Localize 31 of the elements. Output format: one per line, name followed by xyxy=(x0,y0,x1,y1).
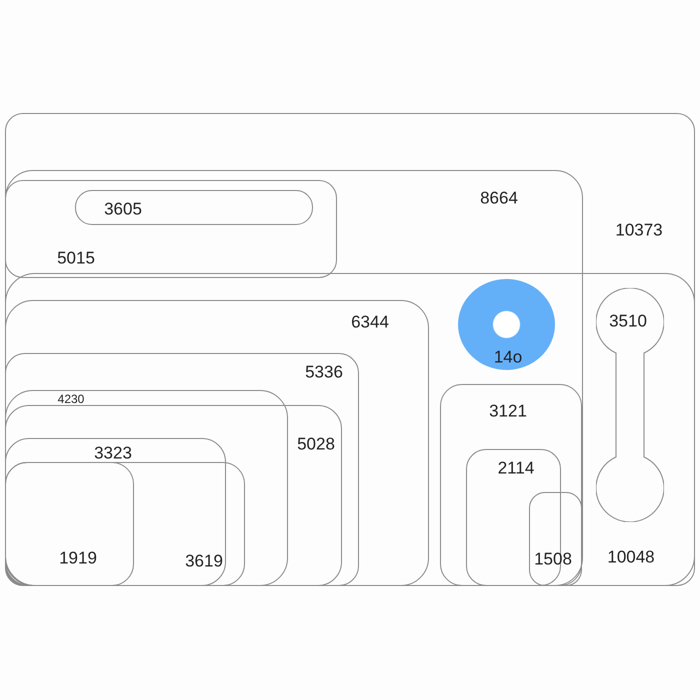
size-value: 5015 xyxy=(57,250,95,266)
rounded-outline xyxy=(5,462,134,586)
size-value: 3323 xyxy=(94,444,132,462)
rounded-outline xyxy=(5,273,695,586)
size-value: 3121 xyxy=(489,402,527,420)
rounded-outline xyxy=(5,405,342,586)
size-value: 2114 xyxy=(498,460,534,476)
size-value: 1508 xyxy=(534,550,572,568)
rounded-outline xyxy=(5,438,226,586)
rounded-outline xyxy=(5,390,288,586)
rounded-outline xyxy=(440,384,582,586)
rounded-outline xyxy=(529,492,582,586)
rounded-outline xyxy=(5,180,337,278)
rounded-outline xyxy=(5,113,695,586)
size-value: 3510 xyxy=(609,312,647,330)
rounded-outline xyxy=(5,353,359,586)
rounded-outline xyxy=(75,190,313,225)
size-value: 5336 xyxy=(305,364,343,380)
size-value: 3619 xyxy=(185,552,223,570)
size-value: 1919 xyxy=(59,550,97,566)
size-value: 6344 xyxy=(351,314,389,330)
size-value: 14o xyxy=(494,348,522,366)
size-value: 10373 xyxy=(615,222,663,238)
rounded-outline xyxy=(5,462,245,586)
size-value: 8664 xyxy=(480,190,518,206)
size-value: 4230 xyxy=(58,393,84,405)
size-value: 5028 xyxy=(297,436,335,452)
size-value: 3605 xyxy=(104,200,142,218)
dumbbell-outline xyxy=(596,288,664,522)
size-value: 10048 xyxy=(607,548,655,566)
rounded-outline xyxy=(5,300,429,586)
